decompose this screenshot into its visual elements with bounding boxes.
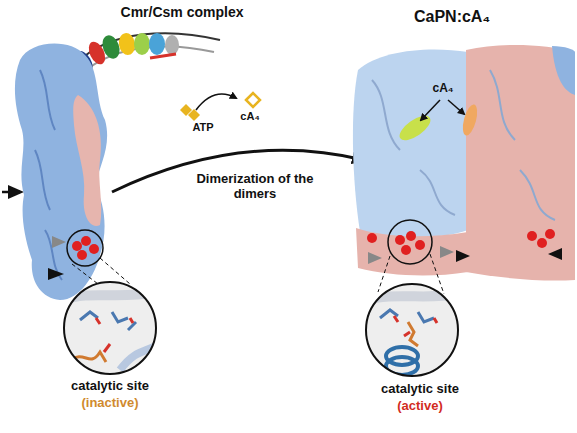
part-title: CaPN:cA₄	[414, 8, 490, 26]
dimer-density	[15, 44, 130, 300]
zoom-active	[366, 284, 458, 376]
process-label: Dimerization of the dimers	[190, 172, 320, 202]
state-label: (inactive)	[81, 396, 138, 411]
zoom-label: catalytic site	[381, 382, 459, 397]
ligand-label: cA₄	[432, 82, 453, 96]
pointer-arrow	[2, 191, 20, 194]
tetramer-density	[353, 45, 575, 294]
state-label: (active)	[397, 399, 443, 414]
part-title: Cmr/Csm complex	[121, 4, 244, 20]
molecule-label: ATP	[192, 121, 213, 134]
zoom-inactive	[64, 282, 158, 374]
molecule-label: cA₄	[240, 110, 259, 123]
zoom-label: catalytic site	[71, 379, 149, 394]
